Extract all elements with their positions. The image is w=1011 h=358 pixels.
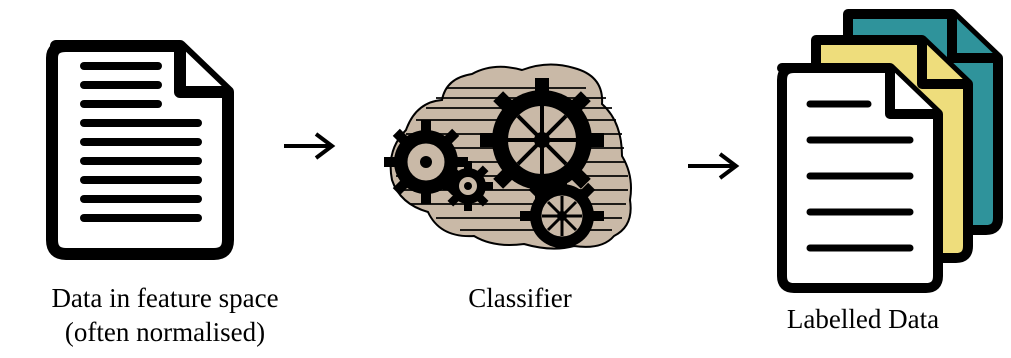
gears-icon: [376, 58, 638, 253]
arrow-classifier-to-output: [686, 151, 742, 181]
input-label-line1: Data in feature space: [0, 281, 330, 315]
classifier-node-label: Classifier: [420, 281, 620, 315]
arrow-input-to-classifier: [282, 131, 338, 161]
input-node-label: Data in feature space (often normalised): [0, 281, 330, 349]
document-icon: [40, 34, 240, 264]
output-node-label: Labelled Data: [748, 302, 978, 336]
stacked-documents-icon: [776, 6, 1008, 296]
input-label-line2: (often normalised): [0, 315, 330, 349]
